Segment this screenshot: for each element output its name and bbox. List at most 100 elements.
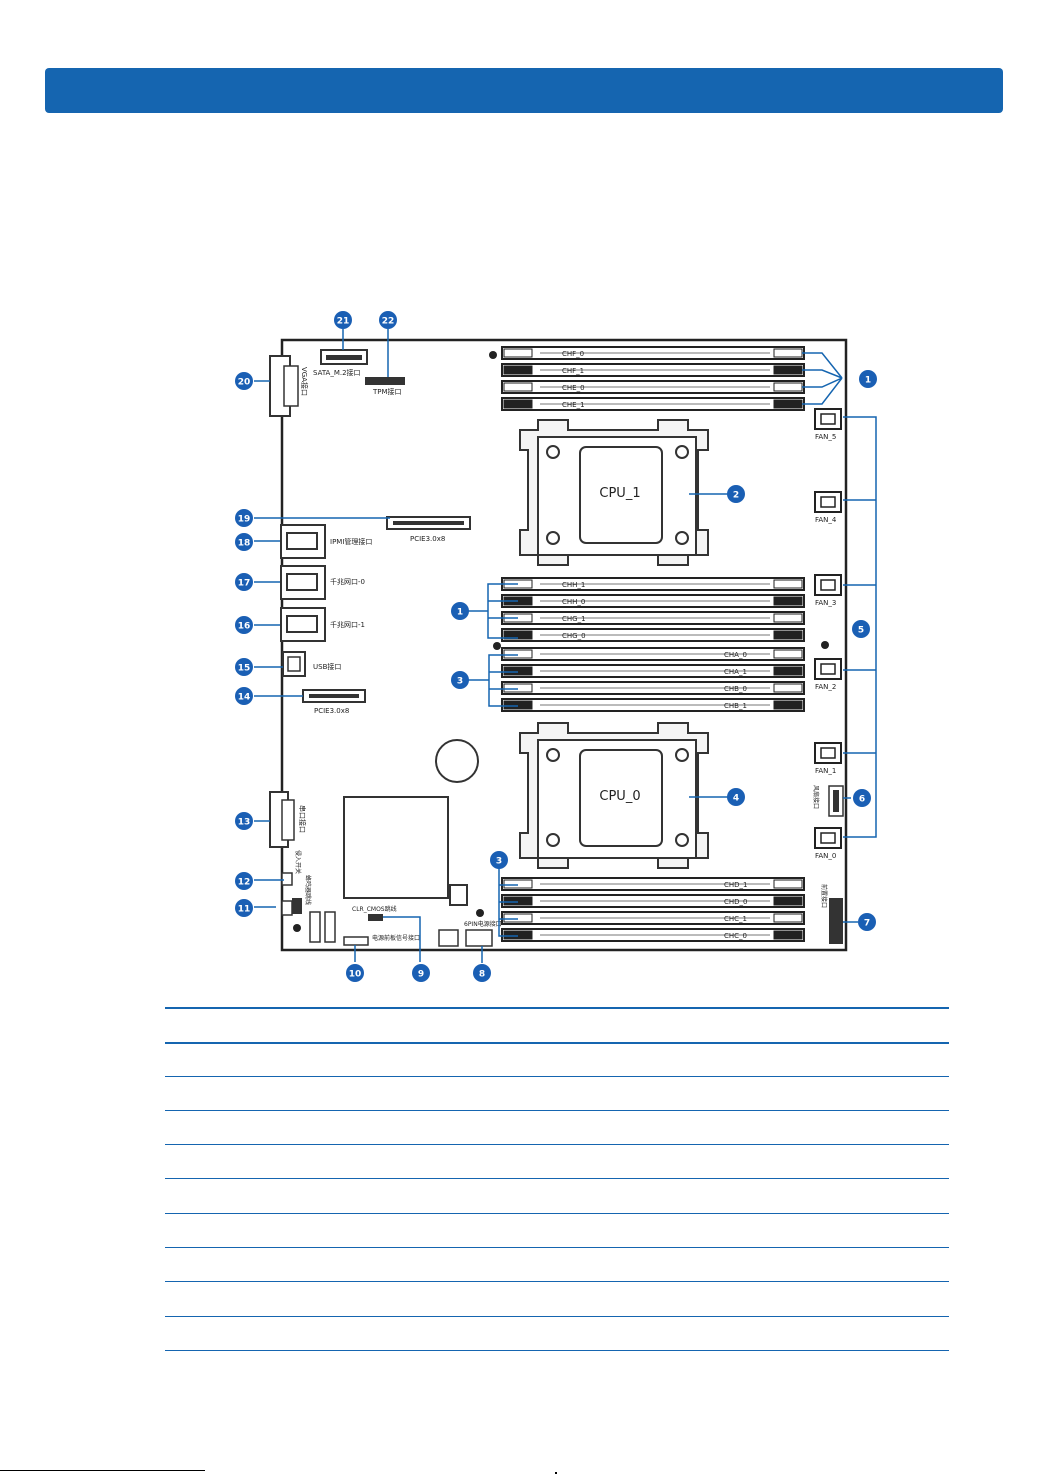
callout-7: 7 — [858, 913, 876, 931]
dimm-label: CHH_0 — [562, 598, 585, 606]
dimm-slot: CHF_0 — [501, 346, 805, 360]
table-rule — [165, 1178, 949, 1179]
dimm-label: CHB_1 — [724, 702, 747, 710]
callout-6: 6 — [853, 789, 871, 807]
clr-cmos-label: CLR_CMOS跳线 — [352, 905, 397, 913]
callout-number: 13 — [238, 818, 251, 828]
callout-3: 3 — [451, 671, 469, 689]
callout-number: 12 — [238, 878, 251, 888]
dimm-slot: CHD_1 — [501, 877, 805, 891]
callout-number: 4 — [733, 794, 739, 804]
dimm-slot: CHE_0 — [501, 380, 805, 394]
sata-label: SATA_M.2接口 — [313, 368, 361, 377]
table-rule — [165, 1144, 949, 1145]
leader-lines — [254, 329, 858, 963]
callout-22: 22 — [379, 311, 397, 329]
dimm-slot: CHG_1 — [501, 611, 805, 625]
footnote-rule — [0, 1470, 205, 1471]
front-panel-label: 电源前板信号接口 — [372, 934, 420, 942]
callout-number: 22 — [382, 317, 395, 327]
dimm-label: CHG_0 — [562, 632, 586, 640]
callout-18: 18 — [235, 533, 253, 551]
callout-1: 1 — [451, 602, 469, 620]
dimm-label: CHA_1 — [724, 668, 747, 676]
dimm-label: CHF_1 — [562, 367, 584, 375]
cpu-1-label: CPU_1 — [599, 486, 640, 501]
table-rule — [165, 1316, 949, 1317]
lan0-label: 千兆网口-0 — [330, 577, 365, 586]
vga-connector: VGA接口 — [269, 355, 309, 417]
callout-5: 5 — [852, 620, 870, 638]
chipset — [343, 796, 468, 906]
table-rule — [165, 1110, 949, 1111]
sata-m2-connector: SATA_M.2接口 — [313, 349, 368, 377]
callout-3: 3 — [490, 851, 508, 869]
dimm-slot: CHE_1 — [501, 397, 805, 411]
dimm-label: CHA_0 — [724, 651, 747, 659]
dimm-label: CHC_1 — [724, 915, 747, 923]
pcie-top-label: PCIE3.0x8 — [410, 535, 445, 543]
fan-header: FAN_3 — [814, 574, 842, 607]
table-rule — [165, 1350, 949, 1351]
fan-label: FAN_5 — [815, 433, 836, 441]
dimm-slot: CHH_1 — [501, 577, 805, 591]
table-rule — [165, 1281, 949, 1282]
usb-label: USB接口 — [313, 662, 341, 671]
callout-number: 11 — [238, 905, 251, 915]
serial-port: 串口接口 — [269, 791, 307, 848]
callout-1: 1 — [859, 370, 877, 388]
fan-header: FAN_4 — [814, 491, 842, 524]
pcie-slot-bottom: PCIE3.0x8 — [302, 689, 366, 715]
callout-21: 21 — [334, 311, 352, 329]
tpm-header: TPM接口 — [365, 377, 405, 396]
callout-12: 12 — [235, 872, 253, 890]
callout-4: 4 — [727, 788, 745, 806]
fan-label: FAN_2 — [815, 683, 836, 691]
serial-label: 串口接口 — [298, 805, 307, 833]
callout-19: 19 — [235, 509, 253, 527]
callout-number: 7 — [864, 919, 870, 929]
table-rule — [165, 1247, 949, 1248]
fan-conn-label: 风扇接口 — [812, 785, 820, 809]
dimm-slot: CHA_0 — [501, 647, 805, 661]
callout-number: 3 — [457, 677, 463, 687]
cpu-socket-1: CPU_1 — [519, 419, 709, 566]
callout-20: 20 — [235, 372, 253, 390]
fan-bracket — [843, 416, 877, 838]
callout-2: 2 — [727, 485, 745, 503]
callout-number: 1 — [865, 376, 871, 386]
ipmi-label: IPMI管理接口 — [330, 537, 372, 546]
dimm-slot: CHA_1 — [501, 664, 805, 678]
fan-header: FAN_1 — [814, 742, 842, 775]
fan-label: FAN_0 — [815, 852, 836, 860]
power-6pin-label: 6PIN电源接口 — [464, 920, 502, 928]
callout-number: 17 — [238, 579, 251, 589]
lan-ports — [280, 524, 326, 642]
callout-number: 14 — [238, 693, 251, 703]
callout-15: 15 — [235, 658, 253, 676]
dimm-slot: CHF_1 — [501, 363, 805, 377]
cpu-0-label: CPU_0 — [599, 789, 640, 804]
clr-cmos-jumper: CLR_CMOS跳线 — [352, 905, 397, 921]
callout-14: 14 — [235, 687, 253, 705]
right-front-connector: 前置接口 — [820, 884, 843, 944]
jumpers-left: 侵入开关 蜂鸣器跳线 — [281, 850, 312, 916]
callout-13: 13 — [235, 812, 253, 830]
callout-17: 17 — [235, 573, 253, 591]
fan-label: FAN_3 — [815, 599, 836, 607]
callout-number: 6 — [859, 795, 865, 805]
dimm-label: CHC_0 — [724, 932, 747, 940]
callout-number: 18 — [238, 539, 251, 549]
fan-header: FAN_2 — [814, 658, 842, 691]
callout-16: 16 — [235, 616, 253, 634]
lan1-label: 千兆网口-1 — [330, 620, 365, 629]
callout-number: 15 — [238, 664, 251, 674]
callout-number: 1 — [457, 608, 463, 618]
callout-number: 8 — [479, 970, 485, 980]
callout-number: 10 — [349, 970, 362, 980]
fan-header: FAN_0 — [814, 827, 842, 860]
fan-connector-6: 风扇接口 — [812, 785, 844, 817]
table-rule — [165, 1042, 949, 1044]
